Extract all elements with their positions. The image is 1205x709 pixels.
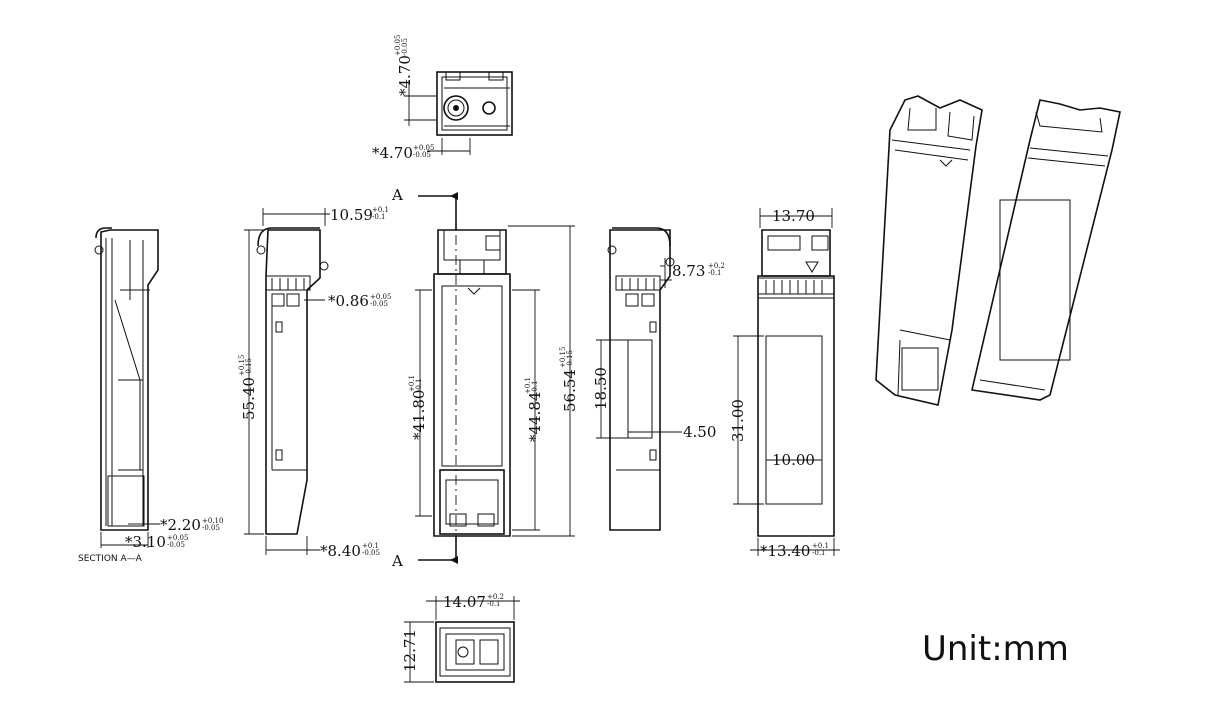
isometric-view-left — [875, 95, 983, 406]
dim-front-mid-lo: -0.1 — [531, 381, 539, 395]
dim-front-mid-up: +0.1 — [524, 377, 532, 394]
dim-side-bottom-width-up: +0.1 — [362, 542, 379, 550]
dim-bottom-width-up: +0.2 — [487, 593, 504, 601]
dim-top-height-lo: -0.05 — [401, 38, 409, 56]
dim-label-offset: 4.50 — [683, 423, 716, 441]
dim-front-inner-up: +0.1 — [408, 375, 416, 392]
top-end-view — [404, 71, 513, 155]
dim-top-width-lo: -0.05 — [413, 151, 431, 159]
dim-side-top-width: 10.59 — [330, 206, 373, 224]
dim-top-width-up: +0.05 — [413, 144, 434, 152]
dim-pin-pitch-lo: -0.05 — [370, 300, 388, 308]
dim-side-top-width-lo: -0.1 — [372, 213, 386, 221]
dim-section-thk2: *3.10 — [125, 533, 166, 551]
dim-section-thk2-up: +0.05 — [167, 534, 188, 542]
dim-rear-latch-lo: -0.1 — [708, 269, 722, 277]
dim-top-height: *4.70 — [396, 55, 414, 96]
section-letter-bottom: A — [391, 552, 403, 570]
dim-side-length-up: +0.15 — [238, 355, 246, 376]
dim-bottom-width-lo: -0.1 — [487, 600, 501, 608]
dim-section-thk1: *2.20 — [160, 516, 201, 534]
isometric-view-right — [971, 99, 1121, 401]
side-view — [244, 208, 330, 555]
dim-rear-latch: 8.73 — [672, 262, 705, 280]
dim-back-bottom-width-up: +0.1 — [812, 542, 829, 550]
dim-front-total: 56.54 — [561, 369, 579, 412]
section-label: SECTION A—A — [78, 554, 143, 564]
dim-front-mid: *44.84 — [526, 392, 544, 442]
dim-top-height-up: +0.05 — [394, 35, 402, 56]
rear-side-view — [596, 227, 682, 531]
dim-bottom-width: 14.07 — [443, 593, 486, 611]
dim-back-label-width: 10.00 — [772, 451, 815, 469]
dim-pin-pitch: *0.86 — [328, 292, 369, 310]
bottom-end-view — [404, 596, 520, 683]
dim-label-height: 18.50 — [592, 367, 610, 410]
section-letter-top: A — [391, 186, 403, 204]
section-view — [94, 227, 160, 548]
dim-side-bottom-width-lo: -0.05 — [362, 549, 380, 557]
dim-rear-latch-up: +0.2 — [708, 262, 725, 270]
dim-side-length: 55.40 — [240, 377, 258, 420]
dim-back-top-width: 13.70 — [772, 207, 815, 225]
dim-back-bottom-width-lo: -0.1 — [812, 549, 826, 557]
dim-side-bottom-width: *8.40 — [320, 542, 361, 560]
dim-front-total-lo: -0.15 — [566, 350, 574, 368]
dim-front-inner: *41.80 — [410, 390, 428, 440]
back-view — [733, 208, 840, 556]
dim-section-thk1-up: +0.10 — [202, 517, 223, 525]
dim-pin-pitch-up: +0.05 — [370, 293, 391, 301]
dim-top-width: *4.70 — [372, 144, 413, 162]
dim-front-total-up: +0.15 — [559, 347, 567, 368]
dim-back-label-len: 31.00 — [729, 399, 747, 442]
dim-side-length-lo: -0.15 — [245, 358, 253, 376]
unit-label: Unit:mm — [922, 629, 1069, 669]
front-view — [415, 192, 575, 564]
dim-section-thk1-lo: -0.05 — [202, 524, 220, 532]
dim-front-inner-lo: -0.1 — [415, 379, 423, 393]
dim-section-thk2-lo: -0.05 — [167, 541, 185, 549]
dim-side-top-width-up: +0.1 — [372, 206, 389, 214]
dim-back-bottom-width: *13.40 — [760, 542, 810, 560]
dim-bottom-height: 12.71 — [401, 629, 419, 672]
